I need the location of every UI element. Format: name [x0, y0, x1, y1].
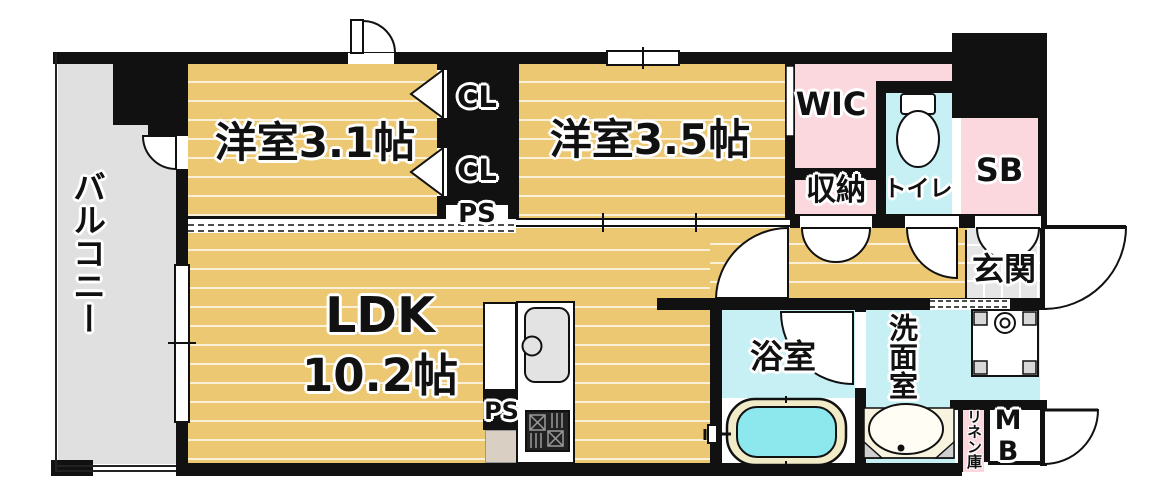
- partition-bedroom2-ldk: [516, 213, 790, 232]
- wall-wic-left: [785, 64, 795, 222]
- ldk-door: [714, 226, 789, 299]
- wall-linen-left: [958, 410, 963, 472]
- linen-area: [963, 410, 984, 472]
- ldk-label-line2: 10.2帖: [301, 348, 459, 402]
- partition-bedroom1-ldk: [188, 217, 516, 233]
- bathroom-label: 浴室: [750, 336, 816, 376]
- washroom-sliding-door: [930, 300, 1010, 308]
- wic-sliding-door: [785, 65, 795, 137]
- closet1-door: [409, 68, 444, 120]
- kitchen-cabinet: [485, 430, 517, 463]
- shoebox-label: SB: [975, 151, 1024, 189]
- wall-mb-bottom: [988, 461, 1044, 465]
- wall-wic-toilet: [876, 90, 886, 214]
- ps-kitchen-label: PS: [484, 397, 519, 425]
- balcony-railing: [55, 53, 176, 472]
- top-window: [606, 47, 680, 69]
- ps-upper-chip: [446, 205, 508, 222]
- gap-bath-door: [855, 312, 866, 388]
- balcony-window: [168, 264, 196, 423]
- washroom-label: 洗面室: [884, 312, 919, 400]
- meterbox-door: [1043, 408, 1100, 466]
- kitchen-sink-icon: [521, 307, 570, 383]
- closet2-label: CL: [457, 152, 497, 187]
- bathroom-door: [779, 311, 854, 386]
- gap-washroom-door: [930, 299, 1010, 310]
- shoebox-door: [975, 227, 1041, 261]
- wall-topleft-block: [113, 62, 180, 125]
- ps-upper-label: PS: [458, 199, 496, 229]
- meterbox-area: [990, 410, 1040, 461]
- wall-mb-top: [950, 400, 1047, 410]
- entrance-label: 玄関: [971, 250, 1036, 288]
- wall-wic-storage-div: [785, 168, 876, 180]
- top-door: [350, 19, 396, 54]
- ldk-floor: [188, 232, 710, 463]
- wall-toilet-top: [876, 81, 962, 93]
- toilet-label: トイレ: [883, 175, 953, 202]
- balcony-door: [141, 135, 177, 171]
- kitchen-counter: [516, 301, 575, 464]
- bedroom1-floor: [188, 64, 437, 218]
- entrance-door: [1043, 225, 1128, 311]
- wall-entrance-right: [1040, 228, 1044, 298]
- meterbox-label: MB: [992, 405, 1024, 467]
- stove-icon: [525, 410, 570, 452]
- gap-toilet-door: [905, 216, 959, 228]
- gap-top-door: [348, 53, 394, 64]
- wall-topright-block: [952, 33, 1047, 118]
- wall-bath-left: [710, 298, 722, 463]
- gap-storage-door: [800, 216, 872, 228]
- washing-machine-pan-icon: [971, 309, 1039, 377]
- wall-closet-column: [437, 52, 519, 224]
- wall-linen-right: [984, 410, 990, 462]
- wic-area: [795, 83, 876, 168]
- toilet-icon: [896, 93, 940, 168]
- closet2-door: [409, 146, 444, 198]
- bathtub-icon: [703, 396, 848, 468]
- balcony-label: バルコニー: [67, 169, 107, 335]
- bedroom2-label: 洋室3.5帖: [549, 115, 751, 164]
- closet1-label: CL: [457, 79, 497, 114]
- wall-topleft-step: [148, 125, 180, 136]
- gap-shoebox-door: [975, 216, 1041, 228]
- ps-kitchen-box: [483, 391, 520, 430]
- wic-label: WIC: [795, 85, 867, 123]
- wall-top: [53, 52, 1047, 64]
- storage-door: [800, 227, 872, 264]
- ldk-label-line1: LDK: [325, 286, 435, 344]
- sink-vanity-icon: [863, 403, 955, 459]
- bedroom1-label: 洋室3.1帖: [214, 118, 416, 167]
- shoebox-area: [961, 118, 1038, 214]
- storage-label: 収納: [806, 173, 866, 208]
- gap-balcony-door: [176, 136, 188, 169]
- wall-entrance-step: [965, 230, 967, 298]
- wic-area-top: [795, 64, 952, 83]
- storage-area: [795, 180, 876, 214]
- bedroom2-floor: [516, 64, 785, 219]
- toilet-door: [905, 227, 958, 280]
- wall-shoebox-right: [1038, 118, 1047, 228]
- linen-label: リネン庫: [965, 409, 983, 469]
